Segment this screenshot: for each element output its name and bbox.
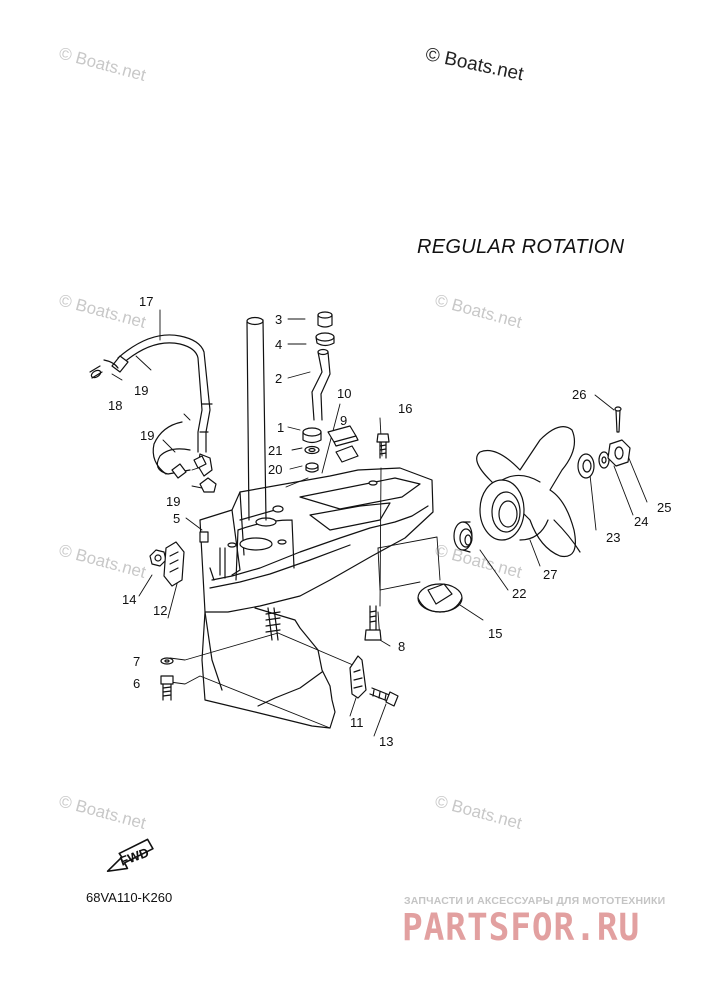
watermark: © Boats.net [433,541,524,582]
callout-19: 19 [134,383,148,398]
rubber-seals [327,425,359,463]
callout-23: 23 [606,530,620,545]
fwd-label: FWD [118,845,151,869]
diagram-code: 68VA110-K260 [86,890,173,905]
callout-25: 25 [657,500,671,515]
bolt-16 [376,433,390,459]
callout-26: 26 [572,387,586,402]
watermark: © Boats.net [57,541,148,582]
callout-8: 8 [398,639,405,654]
callout-1: 1 [277,420,284,435]
callout-20: 20 [268,462,282,477]
callout-24: 24 [634,514,648,529]
lower-unit-housing [199,316,434,729]
bolt-6 [160,657,174,701]
rotation-label: REGULAR ROTATION [417,236,625,258]
callout-21: 21 [268,443,282,458]
callout-6: 6 [133,676,140,691]
forward-arrow [106,838,154,873]
bolt-8 [364,605,382,641]
callout-3: 3 [275,312,282,327]
anode-parts [149,541,185,587]
callout-16: 16 [398,401,412,416]
watermark: © Boats.net [433,792,524,833]
watermark: © Boats.net [57,44,148,85]
water-tube-parts [302,311,335,473]
callout-7: 7 [133,654,140,669]
hose-assembly [89,334,217,493]
watermarks: © Boats.net © Boats.net © Boats.net © Bo… [57,44,524,833]
callout-27: 27 [543,567,557,582]
logo-tagline: ЗАПЧАСТИ И АКСЕССУАРЫ ДЛЯ МОТОТЕХНИКИ [404,895,666,907]
callout-22: 22 [512,586,526,601]
callout-4: 4 [275,337,282,352]
watermark: © Boats.net [57,792,148,833]
callout-15: 15 [488,626,502,641]
callout-numbers: 3 4 2 1 21 20 10 9 16 17 19 18 19 19 5 1… [108,294,671,749]
callout-10: 10 [337,386,351,401]
partsfor-logo: PARTSFOR.RU [402,906,641,949]
watermark: © Boats.net [57,291,148,332]
watermark: © Boats.net [433,291,524,332]
callout-11: 11 [350,715,364,730]
callout-14: 14 [122,592,136,607]
dowel-pin [199,531,209,543]
callout-18: 18 [108,398,122,413]
callout-2: 2 [275,371,282,386]
callout-19: 19 [140,428,154,443]
callout-9: 9 [340,413,347,428]
thrust-washer [417,583,463,613]
propeller-hardware [577,406,631,479]
propeller-spacer [453,521,473,553]
trim-tab [349,655,399,707]
callout-19: 19 [166,494,180,509]
callout-17: 17 [139,294,153,309]
propeller [476,426,581,558]
callout-13: 13 [379,734,393,749]
callout-12: 12 [153,603,167,618]
callout-5: 5 [173,511,180,526]
